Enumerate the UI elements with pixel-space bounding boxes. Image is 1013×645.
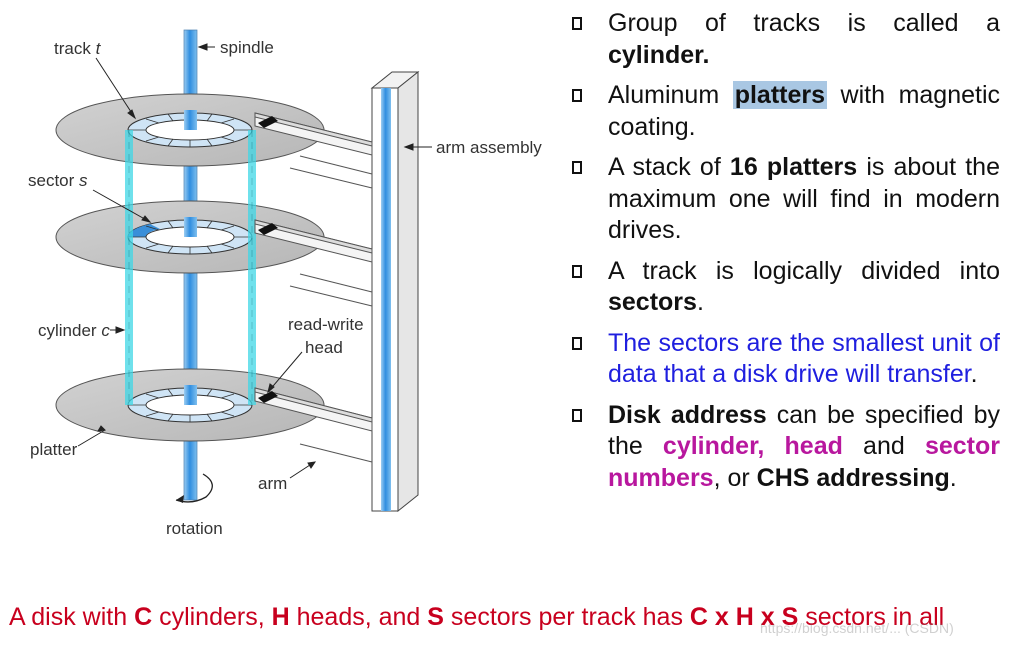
bullet-box-icon — [572, 17, 582, 30]
bullet-item: Aluminum platters with magnetic coating. — [568, 80, 1000, 143]
label-track: track t — [54, 39, 102, 58]
label-spindle: spindle — [220, 38, 274, 57]
bullet-item: The sectors are the smallest unit of dat… — [568, 328, 1000, 391]
label-head: head — [305, 338, 343, 357]
watermark: https://blog.csdn.net/... (CSDN) — [760, 620, 954, 636]
cylinder-walls — [125, 130, 256, 405]
bullet-item: A stack of 16 platters is about the maxi… — [568, 152, 1000, 247]
bullet-item: Group of tracks is called a cylinder. — [568, 8, 1000, 71]
disk-structure-diagram: track t spindle arm assembly sector s cy… — [28, 29, 542, 538]
label-cylinder: cylinder c — [38, 321, 110, 340]
label-sector: sector s — [28, 171, 88, 190]
bullet-box-icon — [572, 408, 582, 422]
highlighted-sector — [127, 224, 160, 237]
bullet-item: A track is logically divided into sector… — [568, 256, 1000, 319]
label-arm-assembly: arm assembly — [436, 138, 542, 157]
rotation-arrow — [175, 473, 213, 503]
arms — [254, 112, 373, 463]
label-read-write: read-write — [288, 315, 364, 334]
bullet-box-icon — [572, 161, 582, 174]
label-platter: platter — [30, 440, 78, 459]
bullet-box-icon — [572, 336, 582, 350]
arm-assembly-column — [370, 70, 420, 513]
highlighted-word: platters — [732, 81, 828, 109]
bullet-box-icon — [572, 89, 582, 102]
bullet-box-icon — [572, 264, 582, 278]
label-rotation: rotation — [166, 519, 223, 538]
bullet-item: Disk address can be specified by the cyl… — [568, 400, 1000, 495]
footer-formula-line: A disk with C cylinders, H heads, and S … — [9, 603, 945, 631]
label-arm: arm — [258, 474, 287, 493]
bullet-list: Group of tracks is called a cylinder. Al… — [568, 8, 1000, 503]
read-write-heads — [258, 116, 278, 403]
